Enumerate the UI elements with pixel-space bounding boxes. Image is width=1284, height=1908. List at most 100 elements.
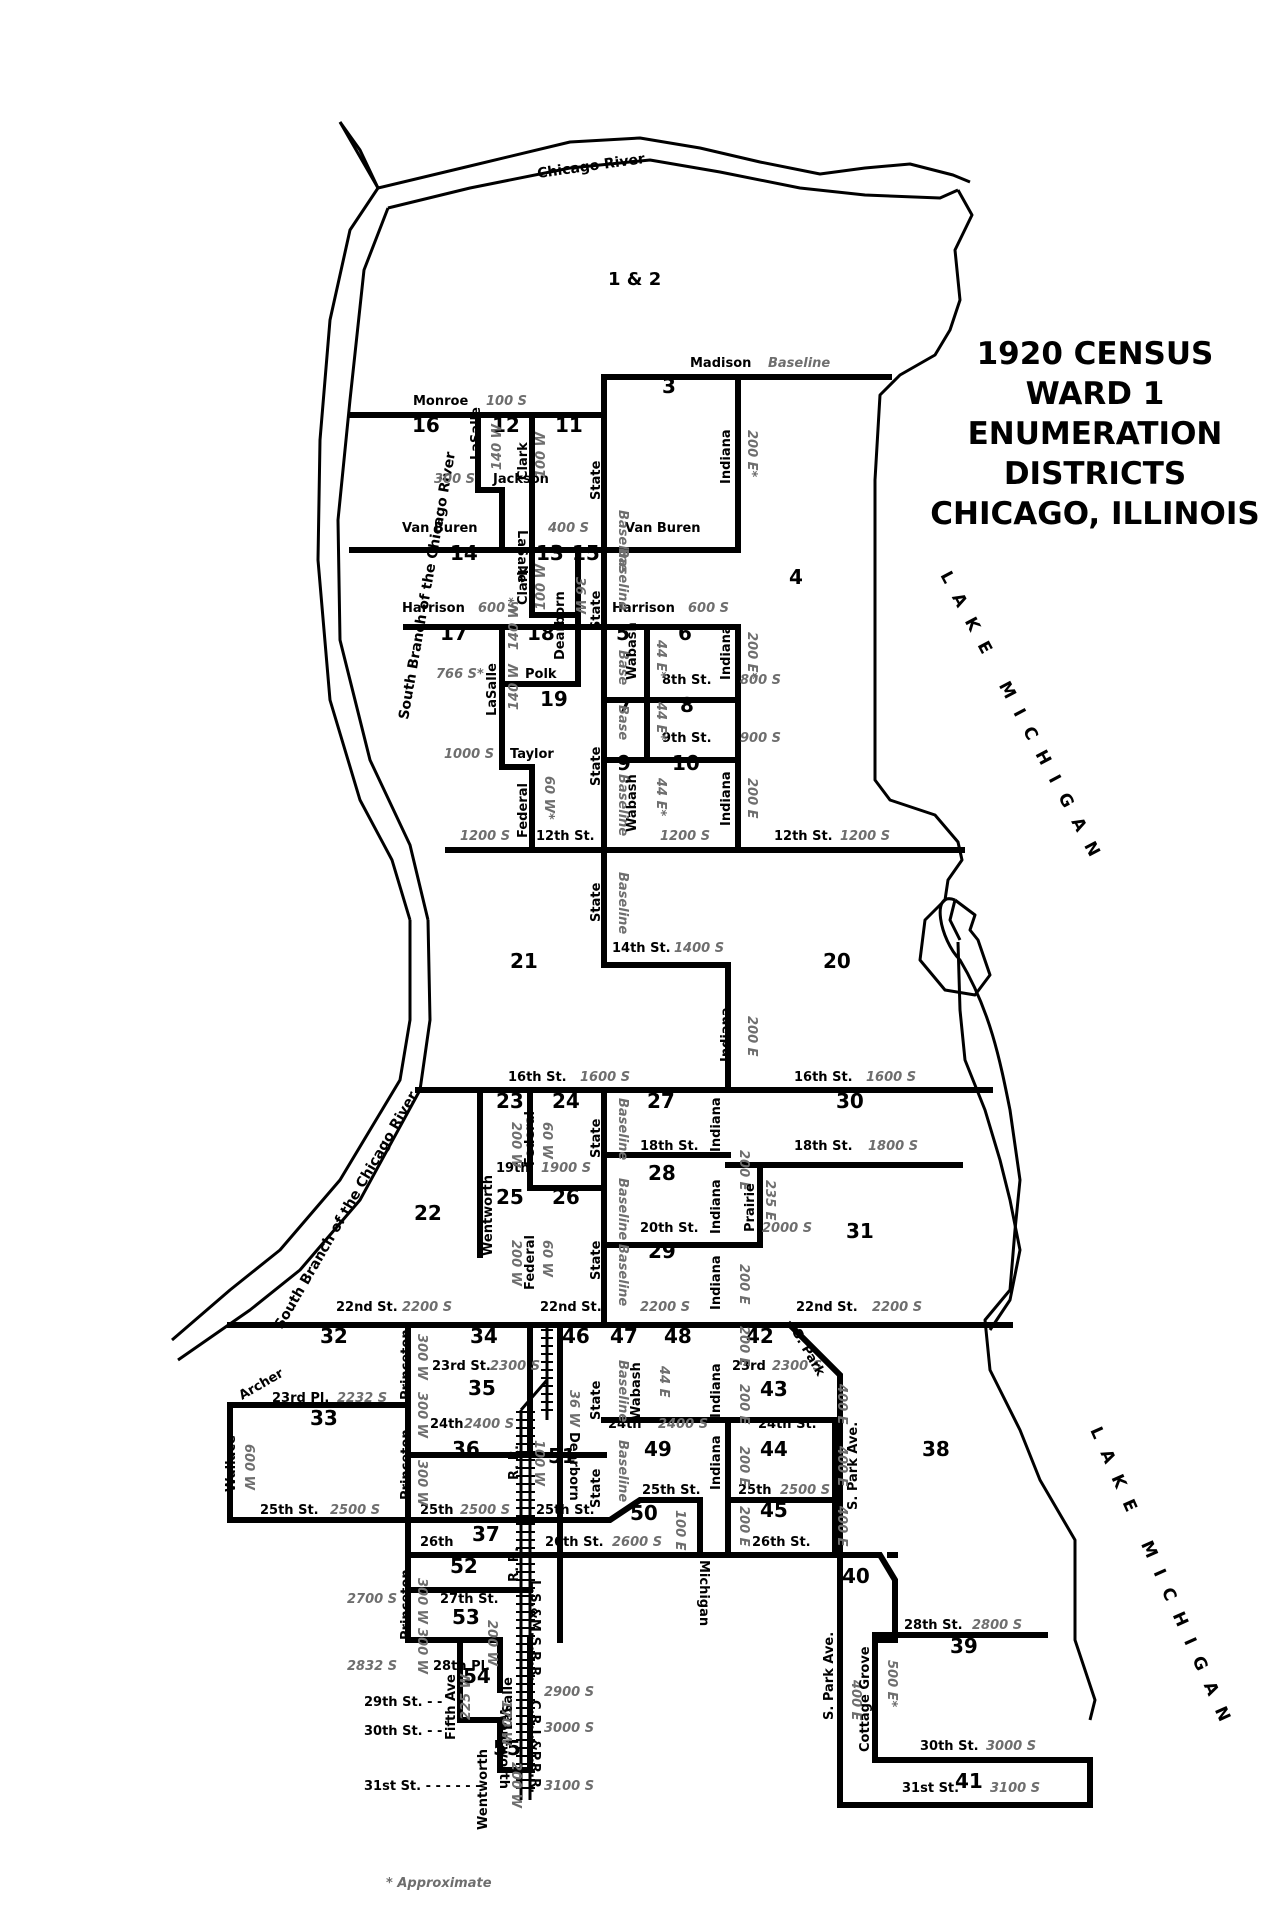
addr-indiana-22nd: 200 E	[736, 1326, 751, 1367]
street-eighteenth-west: 18th St.	[640, 1139, 699, 1154]
street-clark-mid: Clark	[516, 567, 531, 605]
district-48: 48	[664, 1324, 692, 1348]
district-25: 25	[496, 1185, 524, 1209]
addr-state-22nd: Baseline	[615, 1360, 630, 1422]
street-23rd-pl: 23rd Pl.	[272, 1391, 329, 1406]
district-5: 5	[616, 621, 630, 645]
district-7: 7	[618, 693, 632, 717]
addr-twelfth-east: 1200 S	[840, 829, 890, 844]
street-nineteenth: 19th	[496, 1161, 530, 1176]
street-van-buren-west: Van Buren	[402, 521, 478, 536]
district-22: 22	[414, 1201, 442, 1225]
street-wentworth-north: Wentworth	[481, 1175, 496, 1256]
street-fourteenth: 14th St.	[612, 941, 671, 956]
street-madison: Madison	[690, 356, 751, 371]
addr-lasalle-north: 140 W	[490, 423, 505, 470]
street-wabash-south: Wabash	[625, 774, 640, 832]
street-federal-18th: Federal	[523, 1111, 538, 1166]
map-title: 1920 CENSUS WARD 1 ENUMERATION DISTRICTS…	[930, 336, 1259, 532]
district-42: 42	[746, 1324, 774, 1348]
street-lasalle-mid: LaSalle	[485, 663, 500, 716]
addr-dearborn-south: 36 W	[566, 1390, 581, 1428]
addr-indiana-south: 200 E	[744, 778, 759, 819]
addr-state-18th: Baseline	[615, 1178, 630, 1240]
addr-lasalle-south: 170 W	[498, 1700, 513, 1747]
addr-state-base-1: Base	[615, 650, 630, 685]
addr-26th: 2600 S	[612, 1535, 662, 1550]
addr-princeton-south: 300 W	[414, 1578, 429, 1625]
addr-madison-baseline: Baseline	[768, 356, 830, 371]
addr-s-park-23rd: 400 E	[834, 1383, 849, 1425]
chicago-river-label: Chicago River	[536, 151, 646, 182]
street-indiana-18th: Indiana	[709, 1179, 724, 1234]
addr-jackson: 300 S	[434, 472, 475, 487]
addr-wabash-south: 44 E*	[653, 777, 668, 816]
addr-28th-pl: 2832 S	[347, 1659, 397, 1674]
district-3: 3	[662, 374, 676, 398]
district-36: 36	[452, 1437, 480, 1461]
addr-eighth: 800 S	[740, 673, 781, 688]
addr-princeton-south-2: 300 W	[414, 1628, 429, 1675]
addr-eighteenth: 1800 S	[868, 1139, 918, 1154]
addr-22nd-west: 2200 S	[402, 1300, 452, 1315]
street-wabash-mid: Wabash	[625, 622, 640, 680]
street-cri-rr: C.R.I.&P.R.R.	[527, 1700, 542, 1793]
street-25th-state: 25th St.	[536, 1503, 595, 1518]
street-indiana-16th: Indiana	[709, 1097, 724, 1152]
street-dearborn-mid: Dearborn	[553, 591, 568, 660]
street-state-12th-14th: State	[589, 882, 604, 922]
addr-wabash-22nd: 44 E	[656, 1365, 671, 1398]
addr-prairie: 235 E	[762, 1180, 777, 1221]
addr-state-north: Baseline	[615, 510, 630, 572]
district-1-2: 1 & 2	[608, 269, 661, 290]
street-prairie: Prairie	[743, 1183, 758, 1232]
title-line-3: ENUMERATION	[968, 416, 1223, 452]
street-state-16th: State	[589, 1118, 604, 1158]
street-wentworth-south-2: Wentworth	[476, 1749, 491, 1830]
district-44: 44	[760, 1437, 788, 1461]
street-dearborn-south: Dearborn	[566, 1432, 581, 1501]
addr-twelfth-west: 1200 S	[460, 829, 510, 844]
street-labels: Madison Baseline Monroe 100 S Jackson 30…	[260, 356, 1040, 1796]
addr-25th-west: 2500 S	[330, 1503, 380, 1518]
street-sixteenth-west: 16th St.	[508, 1070, 567, 1085]
district-53: 53	[452, 1605, 480, 1629]
street-24th-mid: 24th	[608, 1417, 642, 1432]
street-state-south: State	[589, 746, 604, 786]
addr-22nd-mid: 2200 S	[640, 1300, 690, 1315]
street-harrison-west: Harrison	[402, 601, 465, 616]
district-50: 50	[630, 1501, 658, 1525]
street-25th-far-east: 25th	[738, 1483, 772, 1498]
district-8: 8	[680, 693, 694, 717]
addr-rr-1: 100 W	[531, 1440, 546, 1487]
addr-state-24th: Baseline	[615, 1440, 630, 1502]
addr-state-20th: Baseline	[615, 1244, 630, 1306]
district-46: 46	[562, 1324, 590, 1348]
street-24th-east: 24th St.	[758, 1417, 817, 1432]
street-28th-east: 28th St.	[904, 1618, 963, 1633]
addr-lasalle-mid: 140 W	[507, 663, 522, 710]
street-ninth: 9th St.	[662, 731, 712, 746]
addr-federal-north: 60 W*	[541, 776, 556, 820]
addr-24th-west: 2400 S	[464, 1417, 514, 1432]
street-22nd-mid: 22nd St.	[540, 1300, 602, 1315]
street-state-24th: State	[589, 1468, 604, 1508]
street-princeton-north: Princeton	[399, 1329, 414, 1400]
addr-indiana-23rd: 200 E	[736, 1384, 751, 1425]
district-31: 31	[846, 1219, 874, 1243]
addr-princeton-north: 300 W	[414, 1334, 429, 1381]
street-indiana-22nd: Indiana	[709, 1363, 724, 1418]
street-twentieth: 20th St.	[640, 1221, 699, 1236]
addr-fourteenth: 1400 S	[674, 941, 724, 956]
street-31st-east: 31st St.	[902, 1781, 959, 1796]
district-32: 32	[320, 1324, 348, 1348]
district-34: 34	[470, 1324, 498, 1348]
street-31st-west: 31st St. - - - - - -	[364, 1779, 481, 1794]
street-princeton-south: Princeton	[399, 1569, 414, 1640]
addr-lasalle-mid-2: 140 W*	[507, 597, 522, 650]
addr-van-buren: 400 S	[547, 521, 589, 536]
district-9: 9	[617, 751, 631, 775]
title-line-1: 1920 CENSUS	[977, 336, 1214, 372]
addr-state-base-2: Base	[615, 705, 630, 740]
